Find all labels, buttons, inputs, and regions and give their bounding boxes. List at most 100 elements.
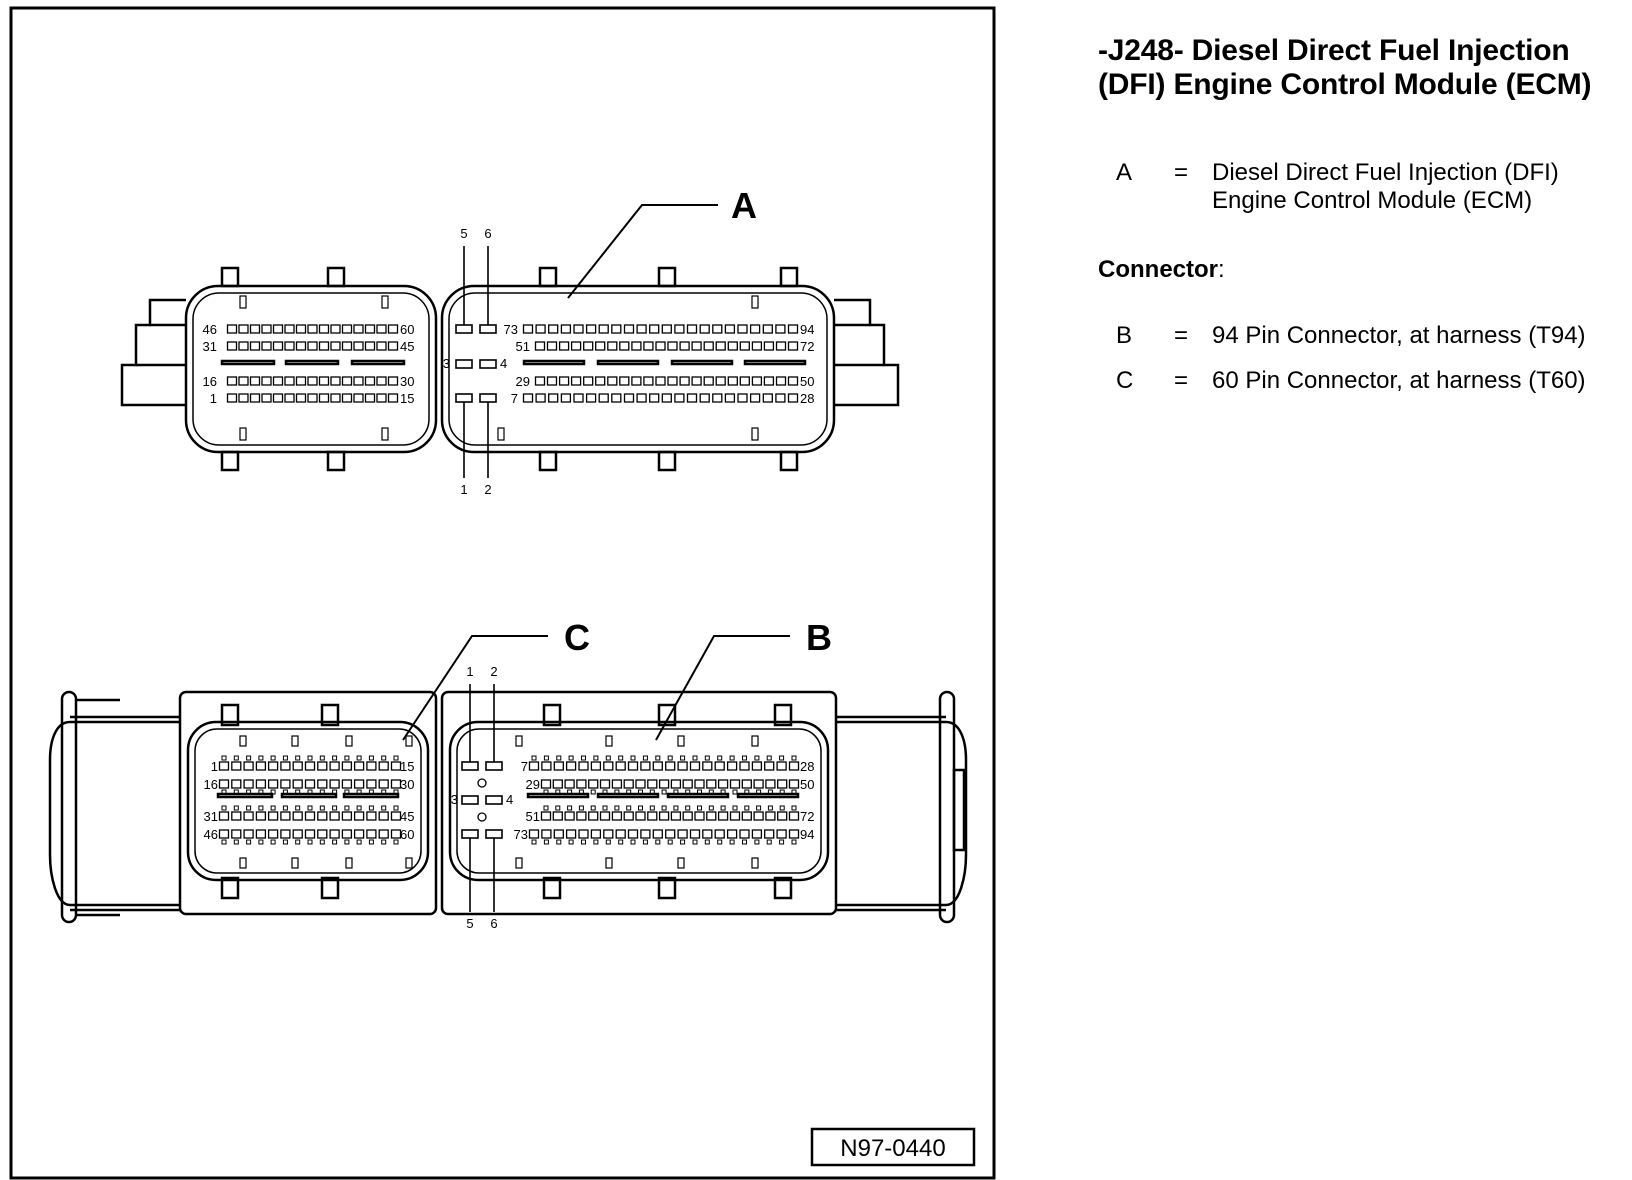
ecm-pin <box>226 324 238 334</box>
pin-latch <box>368 839 374 845</box>
harness-pin-label-end: 72 <box>800 809 814 824</box>
harness-pin <box>231 761 242 771</box>
pin-latch <box>791 805 797 811</box>
pin-latch <box>319 805 325 811</box>
harness-pin <box>565 761 577 771</box>
ecm-pin <box>636 393 647 403</box>
ecm-pin-label-start: 46 <box>203 322 217 337</box>
pin-latch <box>692 839 698 845</box>
ecm-pin <box>226 393 238 403</box>
ecm-pin <box>691 376 702 386</box>
ecm-pin <box>712 393 723 403</box>
ecm-pin <box>376 341 387 351</box>
harness-power-label: 1 <box>466 664 473 679</box>
harness-pin <box>764 829 775 839</box>
harness-pin-label-start: 29 <box>526 777 540 792</box>
harness-pin-label-end: 45 <box>400 809 414 824</box>
pin-latch <box>754 755 760 761</box>
harness-pin <box>218 811 230 821</box>
pin-latch <box>567 805 573 811</box>
pin-latch <box>356 789 362 795</box>
ecm-pin <box>261 324 272 334</box>
ecm-pin <box>679 376 690 386</box>
harness-pin <box>341 811 353 821</box>
legend-c-key: C <box>1116 367 1134 394</box>
ecm-pin <box>284 324 295 334</box>
pin-latch <box>673 805 679 811</box>
harness-pin <box>267 761 279 771</box>
pin-latch <box>732 789 738 795</box>
harness-pin-label-end: 94 <box>800 827 814 842</box>
ecm-pin <box>560 324 572 334</box>
ecm-pin <box>318 376 330 386</box>
pin-latch <box>766 755 772 761</box>
ecm-power-label: 4 <box>500 356 507 371</box>
ecm-pin <box>318 324 330 334</box>
ecm-pin <box>737 393 748 403</box>
pin-latch <box>393 789 399 795</box>
ecm-pin <box>715 341 726 351</box>
harness-pin <box>726 829 738 839</box>
ecm-pin-label-start: 73 <box>504 322 518 337</box>
harness-power-pin <box>485 829 503 839</box>
harness-pin <box>255 811 267 821</box>
harness-pin-label-end: 15 <box>400 759 414 774</box>
ecm-pin <box>387 324 399 334</box>
harness-pin <box>390 829 402 839</box>
harness-pin <box>329 779 340 789</box>
pin-latch <box>381 755 387 761</box>
ecm-pin <box>573 393 584 403</box>
harness-pin <box>765 779 776 789</box>
harness-pin <box>255 761 267 771</box>
pin-latch <box>319 789 325 795</box>
pin-latch <box>356 839 362 845</box>
harness-pin <box>694 779 705 789</box>
ecm-pin <box>595 341 606 351</box>
harness-pin <box>317 811 328 821</box>
harness-pin <box>564 811 575 821</box>
pin-latch <box>704 755 710 761</box>
harness-pin <box>615 829 626 839</box>
ecm-pin <box>699 393 710 403</box>
harness-pin <box>540 779 552 789</box>
pin-latch <box>381 805 387 811</box>
pin-latch <box>270 839 276 845</box>
ecm-pin <box>585 324 597 334</box>
harness-pin <box>541 829 552 839</box>
pin-latch <box>319 755 325 761</box>
pin-latch <box>655 839 661 845</box>
ecm-pin <box>238 376 249 386</box>
ecm-pin <box>353 376 364 386</box>
pin-latch <box>744 789 750 795</box>
harness-pin <box>751 761 763 771</box>
ecm-pin <box>387 393 399 403</box>
harness-key-hole <box>477 778 487 788</box>
ecm-pin <box>226 376 238 386</box>
harness-pin <box>292 811 303 821</box>
ecm-pin-label-start: 16 <box>203 374 217 389</box>
harness-pin <box>353 811 365 821</box>
pin-latch <box>602 789 608 795</box>
harness-pin <box>292 761 303 771</box>
pin-latch <box>381 789 387 795</box>
pin-latch <box>581 839 586 845</box>
harness-connector-drawing <box>48 690 968 924</box>
pin-latch <box>605 839 611 845</box>
harness-pin <box>553 829 564 839</box>
callout-a-letter: A <box>731 185 757 226</box>
pin-latch <box>543 755 549 761</box>
harness-pin <box>788 779 800 789</box>
harness-pin <box>739 829 750 839</box>
harness-pin <box>390 779 402 789</box>
pin-latch <box>282 755 288 761</box>
harness-pin <box>590 829 602 839</box>
harness-power-pin <box>485 761 503 771</box>
ecm-pin <box>284 393 295 403</box>
harness-pin-label-start: 46 <box>204 827 218 842</box>
harness-pin <box>317 779 328 789</box>
pin-latch <box>704 839 710 845</box>
ecm-pin <box>376 324 387 334</box>
ecm-pin <box>762 324 773 334</box>
